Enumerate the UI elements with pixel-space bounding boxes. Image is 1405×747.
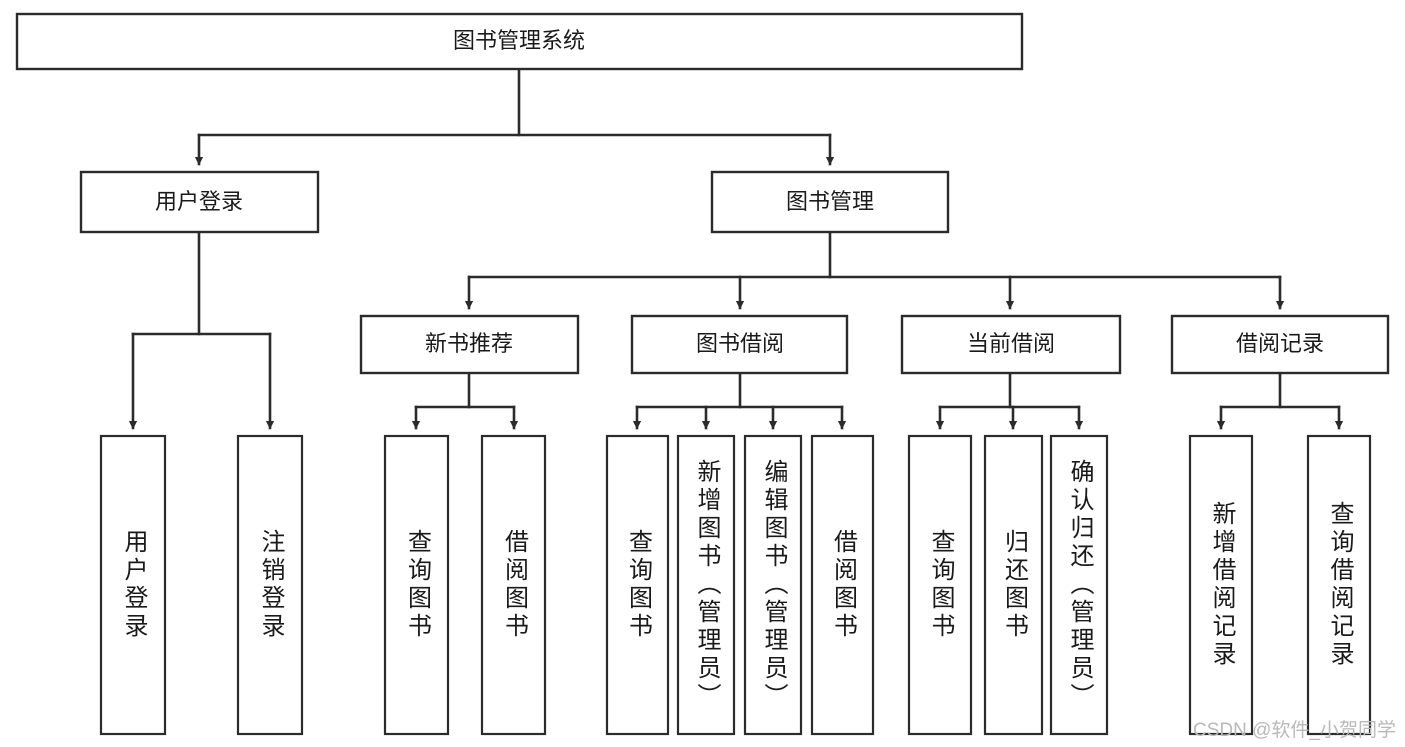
leaf-borrow-book-2-box[interactable]	[810, 434, 875, 736]
node-new-book-recommend[interactable]: 新书推荐	[359, 314, 580, 375]
leaf-query-record-box[interactable]	[1306, 434, 1372, 736]
node-current-borrow-box	[900, 314, 1122, 375]
node-new-book-recommend-label: 新书推荐	[425, 331, 513, 356]
node-book-manage-box	[710, 170, 950, 234]
leaf-query-book-1-box[interactable]	[383, 434, 450, 736]
leaf-confirm-return-box[interactable]	[1049, 434, 1109, 736]
node-current-borrow-label: 当前借阅	[967, 331, 1055, 356]
node-current-borrow[interactable]: 当前借阅	[900, 314, 1122, 375]
node-book-manage[interactable]: 图书管理	[710, 170, 950, 234]
leaf-add-record-box[interactable]	[1188, 434, 1254, 736]
leaf-node-group	[99, 434, 1372, 736]
csdn-watermark: CSDN @软件_小贺同学	[1193, 719, 1396, 741]
node-root-system[interactable]: 图书管理系统	[15, 12, 1024, 71]
leaf-borrow-book-1-box[interactable]	[480, 434, 547, 736]
node-borrow-record[interactable]: 借阅记录	[1170, 314, 1390, 375]
leaf-user-login-box[interactable]	[99, 434, 167, 736]
leaf-query-book-2-box[interactable]	[605, 434, 670, 736]
node-root-label: 图书管理系统	[453, 28, 585, 53]
leaf-return-book-box[interactable]	[983, 434, 1044, 736]
node-book-borrow-box	[630, 314, 849, 375]
node-borrow-record-label: 借阅记录	[1236, 331, 1324, 356]
node-root-box	[15, 12, 1024, 71]
node-borrow-record-box	[1170, 314, 1390, 375]
connector-group	[128, 67, 1344, 430]
node-user-login-box	[79, 170, 320, 234]
node-user-login[interactable]: 用户登录	[79, 170, 320, 234]
leaf-query-book-3-box[interactable]	[907, 434, 973, 736]
node-user-login-label: 用户登录	[155, 189, 243, 214]
node-book-borrow[interactable]: 图书借阅	[630, 314, 849, 375]
leaf-logout-box[interactable]	[236, 434, 304, 736]
leaf-edit-book-box[interactable]	[743, 434, 803, 736]
leaf-add-book-box[interactable]	[676, 434, 736, 736]
node-new-book-recommend-box	[359, 314, 580, 375]
node-book-manage-label: 图书管理	[786, 189, 874, 214]
node-book-borrow-label: 图书借阅	[696, 331, 784, 356]
